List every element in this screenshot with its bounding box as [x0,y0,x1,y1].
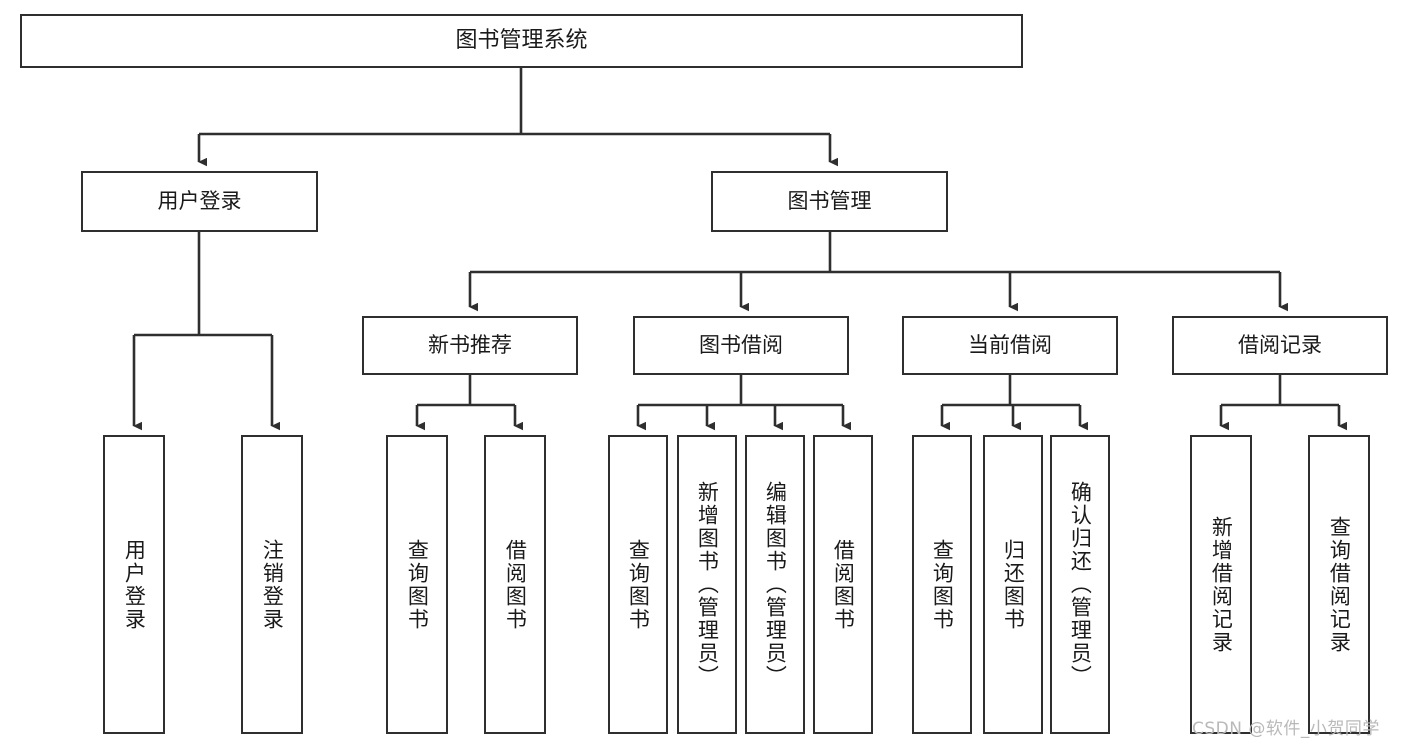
leaf-borrow-book-recommend[interactable]: 借阅图书 [484,435,546,734]
node-new-book-recommend[interactable]: 新书推荐 [362,316,578,375]
leaf-user-login-label: 用户登录 [122,538,147,631]
node-user-login[interactable]: 用户登录 [81,171,318,232]
leaf-logout[interactable]: 注销登录 [241,435,303,734]
leaf-user-login[interactable]: 用户登录 [103,435,165,734]
leaf-add-borrow-record-label: 新增借阅记录 [1209,515,1234,654]
leaf-confirm-return-admin[interactable]: 确认归还（管理员） [1050,435,1110,734]
csdn-watermark: CSDN @软件_小贺同学 [1192,719,1380,739]
leaf-query-book-recommend[interactable]: 查询图书 [386,435,448,734]
leaf-logout-label: 注销登录 [260,538,285,631]
node-book-borrow-label: 图书借阅 [699,333,783,358]
leaf-query-borrow-record-label: 查询借阅记录 [1327,515,1352,654]
node-book-management-label: 图书管理 [787,189,872,214]
leaf-query-book-current[interactable]: 查询图书 [912,435,972,734]
leaf-query-book-borrow-label: 查询图书 [626,538,651,631]
node-current-borrow-label: 当前借阅 [968,333,1052,358]
leaf-query-borrow-record[interactable]: 查询借阅记录 [1308,435,1370,734]
leaf-edit-book-admin-label: 编辑图书（管理员） [763,481,788,688]
node-borrow-record-label: 借阅记录 [1238,333,1322,358]
node-root[interactable]: 图书管理系统 [20,14,1023,68]
leaf-return-book-label: 归还图书 [1001,538,1026,631]
leaf-borrow-book-recommend-label: 借阅图书 [503,538,528,631]
node-new-book-recommend-label: 新书推荐 [428,333,512,358]
leaf-lend-book[interactable]: 借阅图书 [813,435,873,734]
leaf-add-book-admin-label: 新增图书（管理员） [695,481,720,688]
node-root-label: 图书管理系统 [455,28,588,54]
leaf-confirm-return-admin-label: 确认归还（管理员） [1068,481,1093,688]
leaf-add-book-admin[interactable]: 新增图书（管理员） [677,435,737,734]
leaf-query-book-recommend-label: 查询图书 [405,538,430,631]
node-book-management[interactable]: 图书管理 [711,171,948,232]
leaf-edit-book-admin[interactable]: 编辑图书（管理员） [745,435,805,734]
leaf-lend-book-label: 借阅图书 [831,538,856,631]
node-current-borrow[interactable]: 当前借阅 [902,316,1118,375]
node-book-borrow[interactable]: 图书借阅 [633,316,849,375]
leaf-query-book-current-label: 查询图书 [930,538,955,631]
node-user-login-label: 用户登录 [157,189,242,214]
leaf-query-book-borrow[interactable]: 查询图书 [608,435,668,734]
leaf-return-book[interactable]: 归还图书 [983,435,1043,734]
leaf-add-borrow-record[interactable]: 新增借阅记录 [1190,435,1252,734]
node-borrow-record[interactable]: 借阅记录 [1172,316,1388,375]
